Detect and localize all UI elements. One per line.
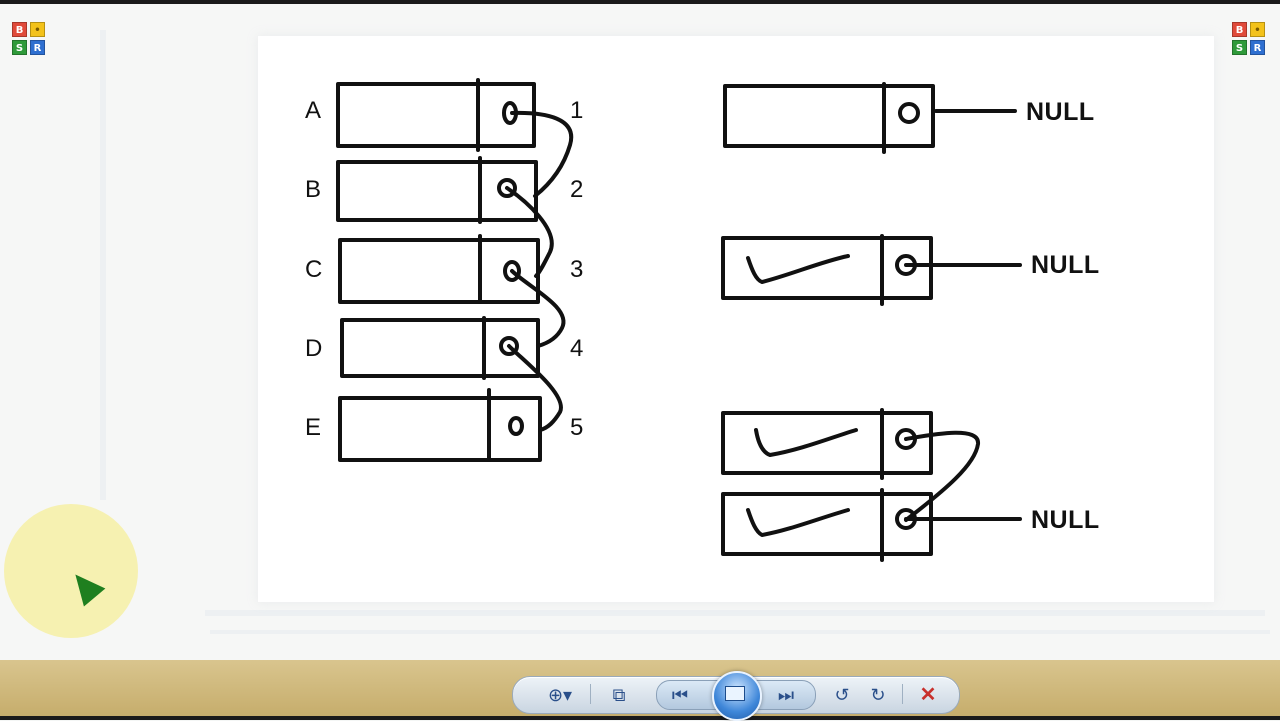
list-link-1-2 xyxy=(904,430,980,522)
bsr-logo-icon: B • S R xyxy=(10,20,50,60)
pointer-e xyxy=(508,416,524,436)
null-label-1: NULL xyxy=(1026,98,1095,126)
pointer-d xyxy=(499,336,519,356)
badge-dot: • xyxy=(30,22,45,37)
null-label-3: NULL xyxy=(1031,506,1100,534)
list-node-2-box xyxy=(721,492,933,556)
list-node-1-checkmark xyxy=(754,428,858,457)
pointer-number-3: 3 xyxy=(570,256,584,283)
window-bottom-edge xyxy=(0,716,1280,720)
node-b-box xyxy=(336,160,538,222)
window-top-edge xyxy=(0,0,1280,4)
badge-b: B xyxy=(1232,22,1247,37)
list-node-1-box xyxy=(721,411,933,475)
zoom-icon[interactable]: ⊕▾ xyxy=(547,685,573,705)
next-icon[interactable]: ⏭ xyxy=(777,685,795,705)
rotate-right-icon[interactable]: ↻ xyxy=(870,685,886,705)
single-node-pointer xyxy=(898,102,920,124)
delete-icon[interactable]: ✕ xyxy=(919,684,937,706)
row-label-a: A xyxy=(305,97,322,124)
data-node-checkmark xyxy=(746,254,850,284)
badge-b: B xyxy=(12,22,27,37)
link-b-c xyxy=(505,186,554,278)
data-node-box xyxy=(721,236,933,300)
toolbar-separator xyxy=(590,684,591,704)
row-label-e: E xyxy=(305,414,322,441)
previous-icon[interactable]: ⏮ xyxy=(671,685,689,705)
background-smudge xyxy=(210,630,1270,634)
badge-r: R xyxy=(1250,40,1265,55)
bsr-logo-icon: B • S R xyxy=(1230,20,1270,60)
badge-s: S xyxy=(12,40,27,55)
badge-r: R xyxy=(30,40,45,55)
background-smudge xyxy=(205,610,1265,616)
pointer-number-4: 4 xyxy=(570,335,584,362)
link-d-e xyxy=(507,344,563,432)
badge-dot: • xyxy=(1250,22,1265,37)
row-label-b: B xyxy=(305,176,322,203)
link-a-b xyxy=(510,110,574,198)
row-label-c: C xyxy=(305,256,323,283)
pointer-b xyxy=(497,178,517,198)
background-smudge xyxy=(100,30,106,500)
slideshow-icon xyxy=(725,686,745,701)
fit-screen-icon[interactable]: ⧉ xyxy=(612,685,626,705)
row-label-d: D xyxy=(305,335,323,362)
badge-s: S xyxy=(1232,40,1247,55)
pointer-number-2: 2 xyxy=(570,176,584,203)
pointer-number-1: 1 xyxy=(570,97,584,124)
pointer-c xyxy=(503,260,521,282)
node-c-box xyxy=(338,238,540,304)
cursor-highlight xyxy=(4,504,138,638)
toolbar-separator xyxy=(902,684,903,704)
pointer-number-5: 5 xyxy=(570,414,584,441)
rotate-left-icon[interactable]: ↺ xyxy=(834,685,850,705)
link-c-d xyxy=(510,269,566,348)
null-label-2: NULL xyxy=(1031,251,1100,279)
single-node-box xyxy=(723,84,935,148)
list-node-2-checkmark xyxy=(746,508,850,537)
linked-list-diagram xyxy=(336,78,1022,562)
